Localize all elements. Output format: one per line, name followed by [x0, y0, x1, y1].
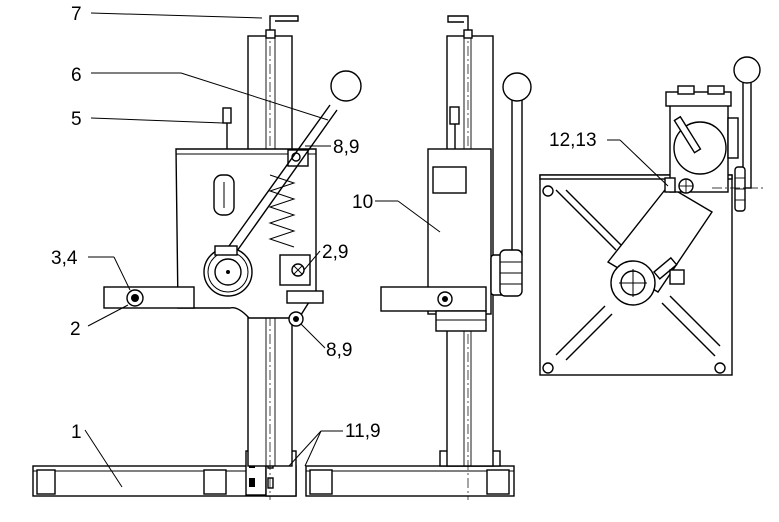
callout-labels: 7 6 5 8,9 3,4 2,9 2 8,9 1 11,9 10 12,13	[51, 4, 597, 443]
callout-8-9-bottom: 8,9	[326, 340, 352, 361]
pinion-and-lever	[203, 70, 362, 297]
callout-6: 6	[71, 65, 82, 86]
callout-3-4: 3,4	[51, 248, 78, 269]
callout-10: 10	[352, 192, 373, 213]
side-lever	[490, 72, 532, 297]
side-view	[305, 15, 532, 500]
callout-8-9-top: 8,9	[333, 137, 359, 158]
top-view	[539, 56, 766, 376]
callout-2-9: 2,9	[322, 242, 348, 263]
callout-5: 5	[71, 109, 82, 130]
callout-11-9: 11,9	[345, 421, 381, 442]
callout-1: 1	[71, 422, 82, 443]
leader-lines	[84, 12, 669, 488]
front-view	[32, 15, 362, 500]
side-head	[380, 106, 492, 332]
callout-2: 2	[70, 319, 81, 340]
callout-7: 7	[71, 4, 82, 25]
callout-12-13: 12,13	[549, 130, 597, 151]
